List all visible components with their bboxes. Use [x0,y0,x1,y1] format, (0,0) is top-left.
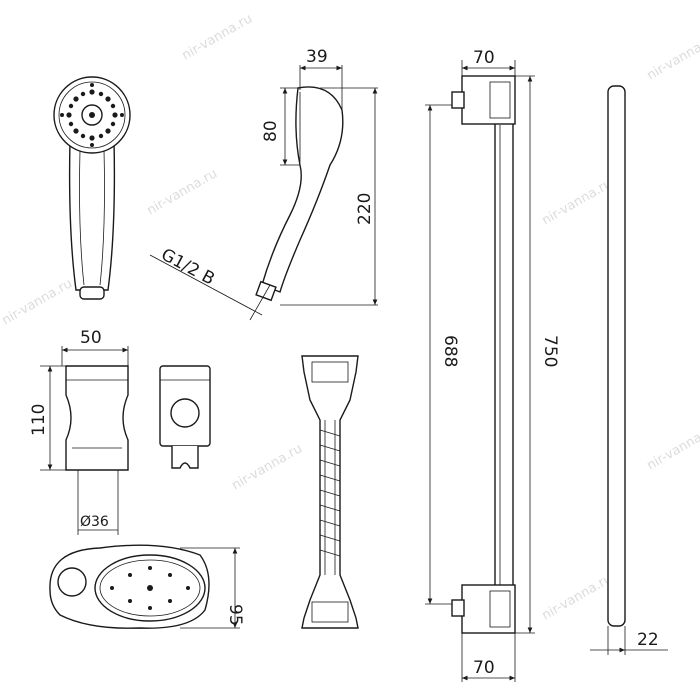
shower-hose [301,355,359,629]
dimension-50: 50 [80,328,102,348]
watermark: nir-vanna.ru [645,31,700,83]
watermark: nir-vanna.ru [180,11,256,63]
watermark: nir-vanna.ru [540,571,616,623]
dimension-110: 110 [29,404,49,436]
dimension-70-top: 70 [473,48,495,68]
hand-shower-front-view [53,76,131,300]
thread-label: G1/2 B [158,245,218,290]
dimension-95: 95 [225,604,245,626]
dimension-80: 80 [261,120,281,142]
slider-front-view [159,365,211,469]
slider-side-view: 50 110 Ø36 [29,328,129,535]
watermark: nir-vanna.ru [540,176,616,228]
dimension-22: 22 [637,630,659,650]
dimension-diameter-36: Ø36 [80,514,109,530]
dimension-39: 39 [306,47,328,67]
watermark: nir-vanna.ru [145,166,221,218]
dimension-750: 750 [540,335,560,367]
watermark: nir-vanna.ru [230,441,306,493]
watermark: nir-vanna.ru [0,276,75,328]
shower-rail-front-view: 70 688 750 70 [425,48,560,682]
dimension-220: 220 [355,193,375,225]
dimension-70-bottom: 70 [473,658,495,678]
soap-dish: 95 [49,544,245,629]
shower-rail-side-view: 22 [590,85,668,655]
watermark: nir-vanna.ru [645,421,700,473]
dimension-688: 688 [440,335,460,367]
